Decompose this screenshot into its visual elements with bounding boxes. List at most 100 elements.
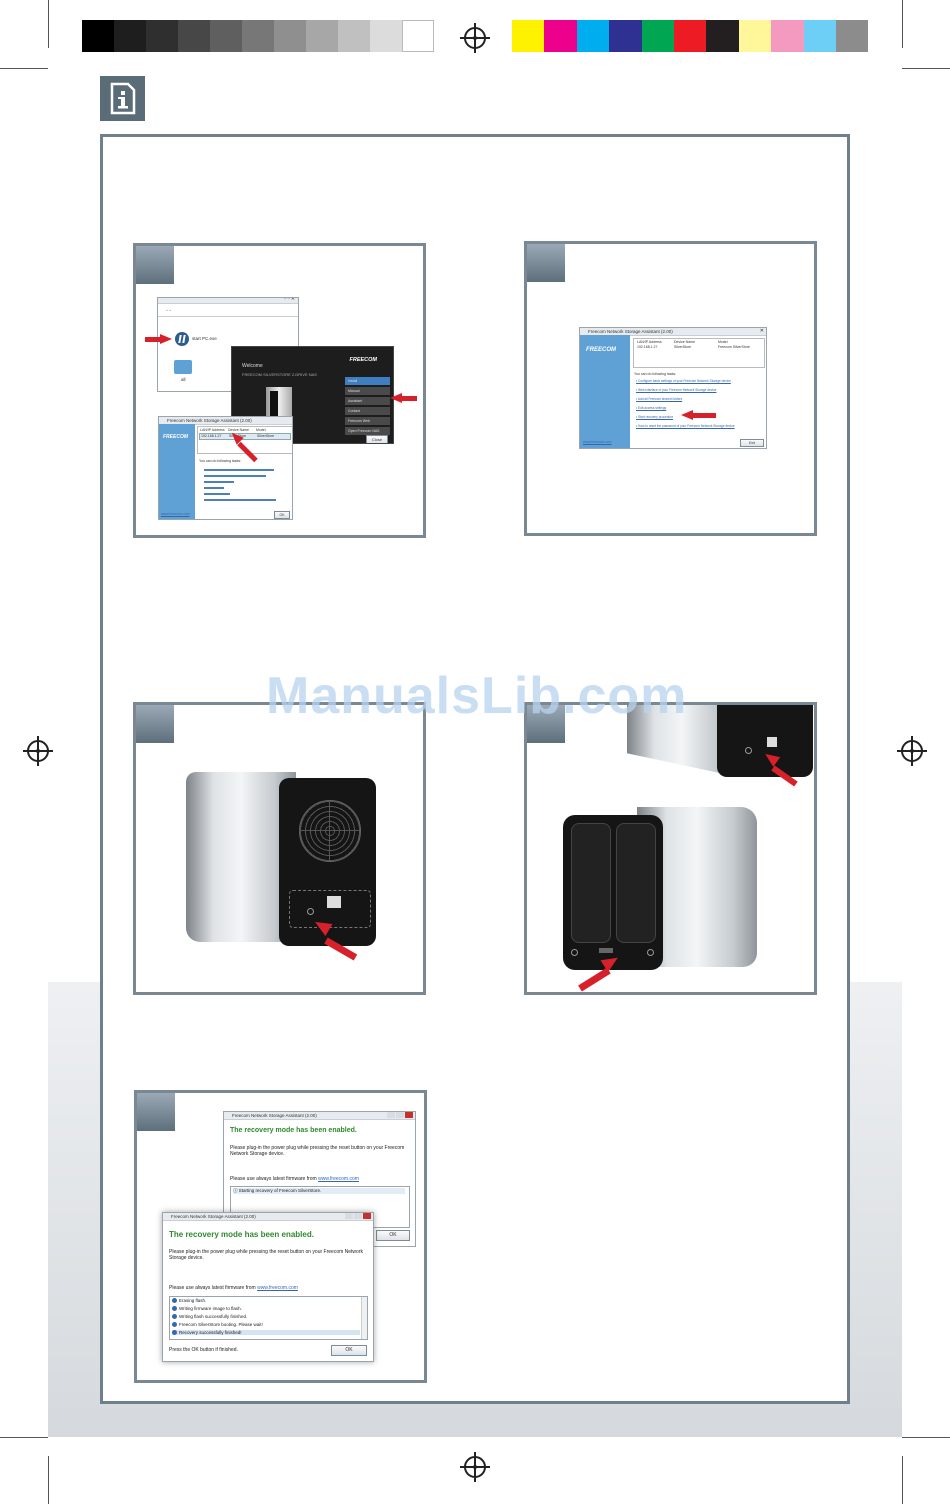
task-link[interactable] [204, 499, 276, 501]
task-link[interactable] [204, 475, 266, 477]
task-link[interactable] [204, 493, 230, 495]
info-icon [172, 1330, 177, 1336]
log-scrollbar[interactable] [361, 1297, 367, 1339]
step-tab [136, 705, 174, 743]
log-text: Writing flash successfully finished. [179, 1314, 248, 1319]
col-header: LAN/IP Address [200, 428, 225, 432]
firmware-line: Please use always latest firmware from w… [169, 1285, 298, 1291]
freecom-link[interactable]: www.freecom.com [257, 1285, 298, 1291]
registration-mark-icon [460, 1452, 490, 1482]
freecom-link[interactable]: www.freecom.com [318, 1176, 359, 1182]
step-panel-2: Freecom Network Storage Assistant (2.00)… [524, 241, 817, 536]
installer-menu-item[interactable]: Manual [345, 387, 390, 395]
device-list: LAN/IP Address Device Name Model 192.168… [633, 338, 765, 368]
ok-button[interactable]: OK [331, 1345, 367, 1356]
nav-arrows-icon: ◦ ◦ [166, 308, 171, 314]
task-label: Start recovery procedure [638, 415, 674, 419]
task-link[interactable]: • Add all Freecom shared folders [636, 397, 683, 401]
color-swatch [402, 20, 434, 52]
crop-mark [48, 1456, 49, 1504]
firmware-line: Please use always latest firmware from w… [230, 1176, 359, 1182]
color-swatch [706, 20, 739, 52]
crop-mark [48, 0, 49, 48]
nas-device-side [186, 772, 296, 942]
assistant-title: Freecom Network Storage Assistant (2.00) [159, 417, 292, 425]
installer-menu-item[interactable]: Contact [345, 407, 390, 415]
color-swatch [771, 20, 804, 52]
fan-icon [299, 800, 361, 862]
task-label: Add all Freecom shared folders [637, 397, 683, 401]
task-link[interactable] [204, 469, 274, 471]
power-led-icon [571, 949, 578, 956]
color-swatch [512, 20, 545, 52]
task-link[interactable] [204, 481, 234, 483]
task-link[interactable]: • Edit access settings [636, 406, 667, 410]
color-swatch [836, 20, 869, 52]
info-icon [172, 1314, 177, 1320]
folder-label: all [181, 377, 186, 382]
freecom-logo: FREECOM [586, 347, 616, 353]
window-controls-icon[interactable] [345, 1213, 371, 1219]
exe-label: start PC.exe [192, 336, 217, 341]
arrow-icon [160, 334, 172, 344]
nas-device-back [279, 778, 376, 946]
step-panel-3 [133, 702, 426, 995]
color-swatch [306, 20, 338, 52]
app-icon [175, 332, 189, 346]
close-icon[interactable]: ✕ [759, 328, 764, 334]
color-swatch [576, 20, 610, 52]
window-controls-icon[interactable] [387, 1112, 413, 1118]
crop-mark [902, 68, 950, 69]
col-header: Device Name [228, 428, 250, 432]
log-row: Freecom SilverStore booting. Please wait… [172, 1322, 263, 1328]
reset-button [307, 908, 314, 915]
nas-front [270, 391, 278, 419]
arrow-icon [692, 413, 716, 418]
usb-port-icon [599, 948, 613, 953]
registration-mark-icon [897, 736, 927, 766]
task-label: Web interface of your Freecom Network St… [638, 388, 717, 392]
installer-menu-item[interactable]: Install [345, 377, 390, 385]
color-swatch [738, 20, 772, 52]
freecom-link[interactable]: www.freecom.com [583, 440, 612, 444]
task-link[interactable]: • Start recovery procedure [636, 415, 674, 419]
finish-instruction: Press the OK button if finished. [169, 1347, 238, 1353]
log-row: Erasing flash. [172, 1298, 206, 1304]
step-tab [137, 1093, 175, 1131]
drive-bay-1 [571, 823, 611, 943]
step-panel-5: Freecom Network Storage Assistant (2.00)… [134, 1090, 427, 1383]
led-icon [647, 949, 654, 956]
col-header: LAN/IP Address [637, 340, 662, 344]
task-link[interactable]: • Configure basic settings of your Freec… [636, 379, 731, 383]
step-panel-1: ▫ ▫ ✕ ◦ ◦ start PC.exe all Welcome FREEC… [133, 243, 426, 538]
ethernet-port-icon [767, 737, 777, 747]
color-swatch [803, 20, 836, 52]
installer-menu-item[interactable]: Assistant [345, 397, 390, 405]
log-text: Writing firmware image to flash. [179, 1306, 242, 1311]
registration-mark-icon [460, 23, 490, 53]
task-link[interactable]: • How to reset the password of your Free… [636, 424, 735, 428]
assistant-title: Freecom Network Storage Assistant (2.00) [580, 328, 766, 336]
exit-button[interactable]: Exit [740, 439, 764, 447]
freecom-link[interactable]: www.freecom.com [161, 512, 190, 516]
info-icon [172, 1322, 177, 1328]
recovery-instruction: Please plug-in the power plug while pres… [230, 1145, 405, 1157]
col-header: Device Name [674, 340, 696, 344]
recovery-instruction: Please plug-in the power plug while pres… [169, 1249, 363, 1261]
watermark: ManualsLib.com [266, 667, 688, 725]
installer-menu-item[interactable]: Freecom Web [345, 417, 390, 425]
ok-button[interactable]: OK [376, 1230, 410, 1241]
device-row[interactable]: 192.168.1.27 SilverStore SilverStore [199, 433, 291, 440]
fan-grill-v [329, 800, 330, 860]
color-swatch [370, 20, 402, 52]
assistant-ok-button[interactable]: OK [274, 511, 290, 519]
freecom-logo: FREECOM [163, 434, 188, 440]
device-row[interactable]: 192.168.1.27 SilverStore Freecom SilverS… [635, 345, 761, 350]
task-link[interactable]: • Web interface of your Freecom Network … [636, 388, 717, 392]
registration-mark-icon [23, 736, 53, 766]
task-link[interactable] [204, 487, 224, 489]
installer-menu-item[interactable]: Open Freecom NAS [345, 427, 390, 435]
installer-close-button[interactable]: Close [366, 435, 388, 443]
log-row: ⓘ Starting recovery of Freecom SilverSto… [233, 1188, 405, 1194]
